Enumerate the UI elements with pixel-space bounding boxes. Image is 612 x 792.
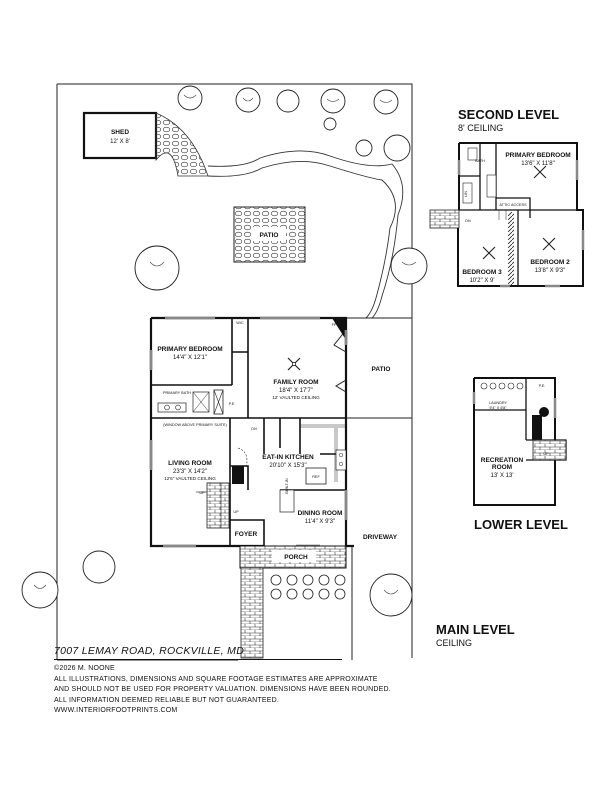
footer: 7007 LEMAY ROAD, ROCKVILLE, MD ©2026 M. … — [54, 645, 414, 717]
kitchen-name: EAT-IN KITCHEN — [262, 454, 314, 461]
yard-patio: PATIO — [233, 206, 306, 263]
lot-boundary — [56, 83, 413, 661]
shed: SHED 12' X 8' — [82, 111, 158, 160]
bedroom2-dims: 13'8" X 9'3" — [535, 268, 566, 274]
main-dn-label: DN — [251, 427, 257, 431]
attic-access-label: ATTIC ACCESS — [499, 203, 527, 207]
driveway-label: DRIVEWAY — [363, 534, 398, 541]
stone-garden-bed — [155, 112, 209, 177]
shed-dims: 12' X 8' — [110, 139, 130, 145]
property-address: 7007 LEMAY ROAD, ROCKVILLE, MD — [54, 645, 342, 660]
second-level-plan — [429, 142, 585, 288]
main-primary-bedroom-name: PRIMARY BEDROOM — [157, 346, 222, 353]
dining-room-name: DINING ROOM — [298, 510, 343, 517]
lower-up-label: UP — [543, 452, 549, 456]
website: WWW.INTERIORFOOTPRINTS.COM — [54, 707, 178, 714]
second-dn-label: DN — [465, 219, 471, 223]
main-pe-label: P.E. — [229, 402, 236, 406]
lower-pe-label: P.E. — [539, 384, 546, 388]
window-note: (WINDOW ABOVE PRIMARY SUITE) — [163, 423, 227, 427]
laundry-name: LAUNDRY — [489, 401, 508, 405]
main-level-plan: FP — [149, 316, 413, 548]
trees — [21, 85, 428, 617]
second-bath-label: BATH — [475, 159, 485, 163]
lower-level-plan — [472, 377, 567, 506]
dining-room-dims: 11'4" X 9'3" — [305, 519, 335, 525]
ref-label: REF — [312, 475, 320, 479]
built-in-label: BUILT-IN — [285, 478, 289, 494]
second-level-ceiling: 8' CEILING — [458, 123, 503, 133]
family-room-name: FAMILY ROOM — [273, 379, 318, 386]
laundry-dims: 9'4" X 6'8" — [489, 406, 507, 410]
recreation-name-line2: ROOM — [492, 464, 512, 471]
foyer-label: FOYER — [235, 531, 258, 538]
disclaimer-line-1: ALL ILLUSTRATIONS, DIMENSIONS AND SQUARE… — [54, 675, 378, 683]
disclaimer-line-3: ALL INFORMATION DEEMED RELIABLE BUT NOT … — [54, 696, 280, 704]
living-room-ceiling: 12'6" VAULTED CEILING — [164, 476, 216, 481]
living-room-dims: 23'3" X 14'2" — [173, 469, 207, 475]
wic-label: WIC — [236, 321, 244, 325]
bedroom3-dims: 10'2" X 9' — [469, 278, 494, 284]
primary-bath-label: PRIMARY BATH — [163, 391, 191, 395]
porch-label: PORCH — [284, 554, 308, 561]
kitchen-dims: 20'10" X 15'3" — [269, 463, 306, 469]
family-room-dims: 18'4" X 17'7" — [279, 388, 313, 394]
second-level-title: SECOND LEVEL — [458, 107, 559, 122]
copyright: ©2026 M. NOONE — [54, 665, 115, 672]
recreation-dims: 13' X 13' — [491, 473, 514, 479]
main-level-ceiling: CEILING — [436, 638, 472, 648]
disclaimer-line-2: AND SHOULD NOT BE USED FOR PROPERTY VALU… — [54, 686, 391, 693]
second-primary-bedroom-dims: 13'6" X 11'8" — [521, 161, 554, 167]
main-level-title: MAIN LEVEL — [436, 622, 515, 637]
linen-label: LIN — [464, 191, 468, 197]
main-primary-bedroom-dims: 14'4" X 12'1" — [173, 355, 207, 361]
garden-path — [207, 150, 404, 319]
porch-and-walk: PORCH — [239, 545, 353, 660]
recreation-name-line1: RECREATION — [481, 457, 524, 464]
bedroom2-name: BEDROOM 2 — [530, 259, 570, 266]
main-up-label-1: UP — [199, 491, 205, 495]
family-room-ceiling: 12' VAULTED CEILING — [272, 395, 320, 400]
living-room-name: LIVING ROOM — [168, 460, 212, 467]
fireplace-label: FP — [332, 323, 337, 327]
main-up-label-2: UP — [233, 510, 239, 514]
yard-patio-label: PATIO — [260, 232, 279, 239]
second-primary-bedroom-name: PRIMARY BEDROOM — [505, 152, 570, 159]
shed-name: SHED — [111, 129, 129, 136]
lower-level-title: LOWER LEVEL — [474, 517, 568, 532]
bedroom3-name: BEDROOM 3 — [462, 269, 502, 276]
rear-patio-label: PATIO — [372, 366, 391, 373]
